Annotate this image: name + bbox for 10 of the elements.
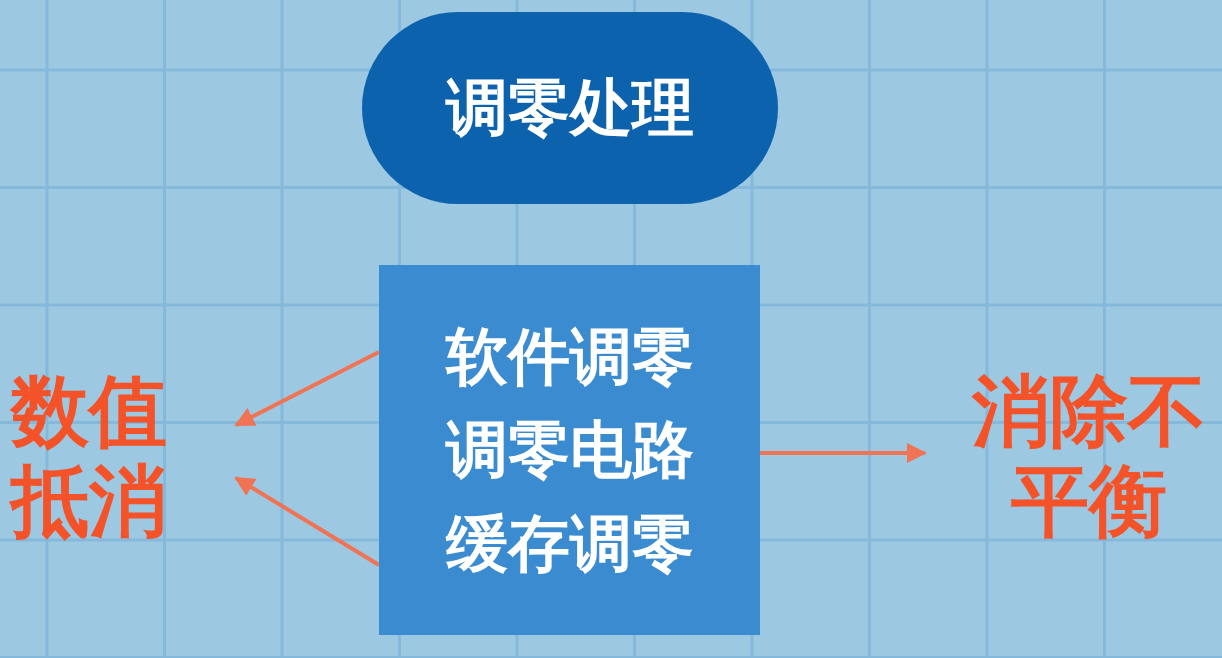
arrow [234, 350, 380, 427]
arrow [234, 476, 381, 567]
method-text: 调零电路 [445, 414, 694, 486]
result-text: 消除不平衡 [970, 367, 1207, 547]
arrow [760, 443, 927, 463]
method-text: 软件调零 [445, 321, 694, 393]
result-text: 数值抵消 [8, 367, 168, 547]
title-text: 调零处理 [446, 72, 694, 144]
method-box [379, 265, 760, 635]
method-text: 缓存调零 [445, 507, 694, 579]
